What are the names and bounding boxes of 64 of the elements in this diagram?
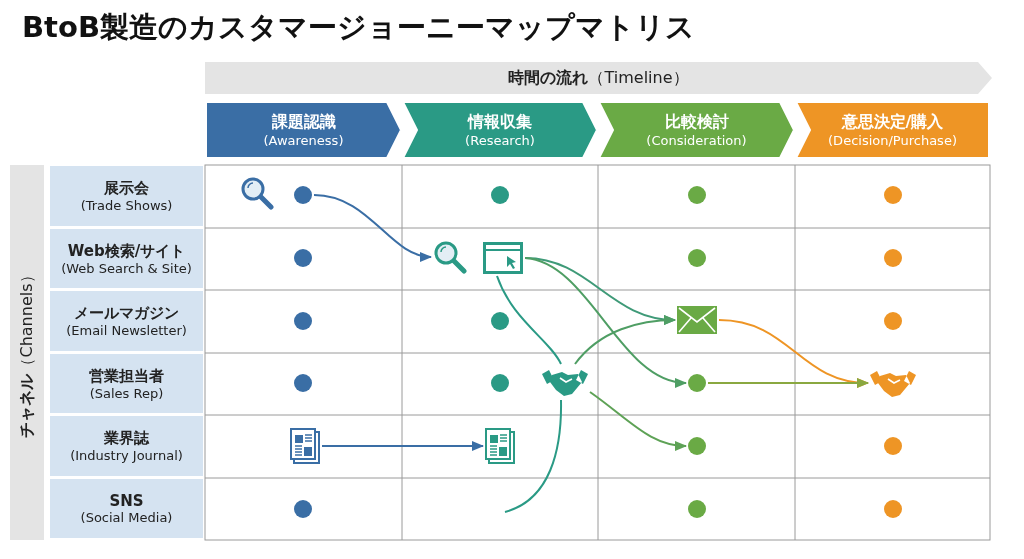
- magnifier-icon: [240, 176, 274, 210]
- channel-subtitle: (Social Media): [80, 510, 173, 525]
- envelope-icon: [677, 306, 717, 334]
- stage-subtitle: (Decision/Purchase): [828, 133, 957, 148]
- arrow: [313, 194, 432, 261]
- dot: [294, 374, 312, 392]
- arrow: [574, 315, 676, 365]
- arrow: [321, 441, 484, 451]
- stage-subtitle: (Awareness): [263, 133, 344, 148]
- channel-header: [50, 166, 203, 226]
- channel-name: 営業担当者: [89, 366, 164, 386]
- dot: [884, 500, 902, 518]
- dot: [688, 249, 706, 267]
- title: BtoB製造のカスタマージョーニーマップマトリス: [22, 9, 695, 46]
- dot: [884, 437, 902, 455]
- stage-name: 課題認識: [271, 112, 336, 133]
- channel-header: [50, 229, 203, 288]
- dot: [688, 374, 706, 392]
- channel-name: Web検索/サイト: [67, 241, 186, 261]
- channel-name: SNS: [109, 492, 144, 510]
- timeline-label: 時間の流れ（Timeline）: [508, 67, 689, 89]
- dot: [688, 500, 706, 518]
- channel-header: [50, 479, 203, 538]
- stage-header: [599, 102, 794, 158]
- stage-header: [796, 102, 989, 158]
- channel-axis-label: チャネル（Channels）: [16, 267, 37, 438]
- arrow: [707, 378, 869, 388]
- magnifier-icon: [433, 240, 467, 274]
- dot: [294, 500, 312, 518]
- channel-header: [50, 354, 203, 413]
- stage-name: 意思決定/購入: [841, 112, 944, 133]
- dot: [491, 312, 509, 330]
- dot: [688, 437, 706, 455]
- channel-band: [10, 165, 44, 540]
- newspaper-icon: [485, 428, 515, 464]
- channel-subtitle: (Web Search & Site): [61, 260, 192, 276]
- dot: [294, 186, 312, 204]
- dot: [294, 312, 312, 330]
- browser-window-icon: [483, 242, 523, 274]
- dot: [884, 312, 902, 330]
- arrow: [524, 257, 687, 387]
- channel-name: 業界誌: [104, 429, 149, 448]
- dot: [884, 186, 902, 204]
- newspaper-icon: [290, 428, 320, 464]
- stage-subtitle: (Research): [465, 133, 535, 148]
- dot: [294, 249, 312, 267]
- channel-header: [50, 291, 203, 351]
- dot: [884, 249, 902, 267]
- channel-name: 展示会: [104, 179, 149, 198]
- stage-header: [403, 102, 597, 158]
- dot: [491, 374, 509, 392]
- stage-subtitle: (Consideration): [646, 133, 747, 148]
- channel-subtitle: (Email Newsletter): [66, 323, 187, 338]
- channel-header: [50, 416, 203, 476]
- dot: [491, 186, 509, 204]
- arrow: [589, 391, 687, 451]
- channel-subtitle: (Trade Shows): [80, 198, 173, 213]
- dot: [688, 186, 706, 204]
- channel-subtitle: (Industry Journal): [70, 448, 183, 463]
- stage-name: 情報収集: [468, 112, 532, 133]
- stage-name: 比較検討: [664, 112, 729, 133]
- channel-name: メールマガジン: [74, 304, 179, 323]
- stage-header: [206, 102, 401, 158]
- channel-subtitle: (Sales Rep): [89, 385, 164, 401]
